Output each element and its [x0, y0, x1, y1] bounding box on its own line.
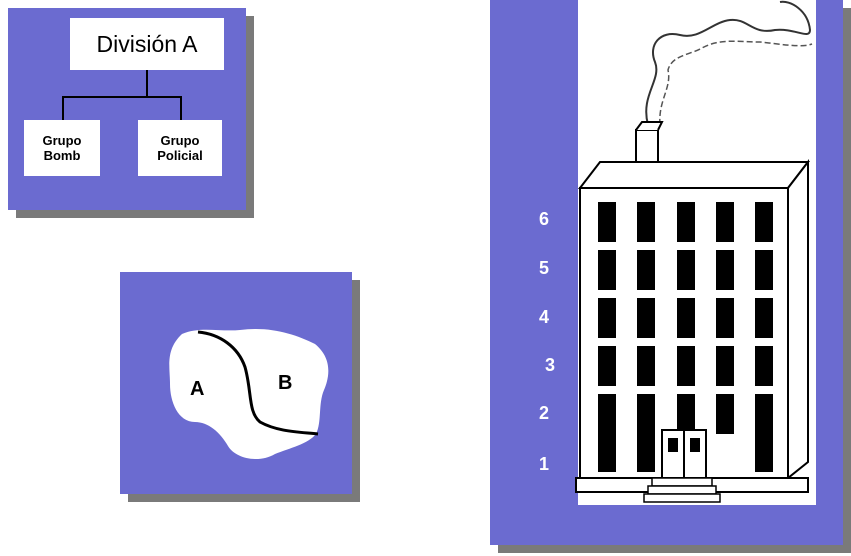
window	[755, 202, 773, 242]
region-label-b: B	[278, 372, 292, 394]
window	[598, 202, 616, 242]
connector-line	[62, 96, 64, 120]
window	[598, 298, 616, 338]
building-illustration	[575, 0, 816, 505]
roof	[577, 161, 811, 189]
floor-label-1: 1	[538, 454, 549, 474]
window	[755, 394, 773, 434]
connector-line	[146, 70, 148, 96]
floor-label-6: 6	[538, 209, 549, 229]
group-box-policial: Grupo Policial	[138, 120, 222, 176]
window	[598, 346, 616, 386]
area-map-svg: A B	[169, 328, 329, 460]
window	[755, 298, 773, 338]
window	[598, 394, 616, 434]
window	[716, 346, 734, 386]
window	[716, 394, 734, 434]
window	[637, 346, 655, 386]
entrance-door	[661, 429, 707, 479]
org-chart-panel: División A Grupo Bomb Grupo Policial	[8, 8, 246, 210]
window	[755, 346, 773, 386]
window	[677, 250, 695, 290]
connector-line	[62, 96, 182, 98]
window	[716, 298, 734, 338]
window	[677, 298, 695, 338]
window	[677, 346, 695, 386]
window	[677, 394, 695, 434]
steps	[643, 477, 721, 503]
floor-label-5: 5	[538, 258, 549, 278]
floor-label-2: 2	[538, 403, 549, 423]
floor-label-3: 3	[544, 355, 555, 375]
area-map-panel: A B	[120, 272, 352, 494]
window	[598, 250, 616, 290]
building-panel: 6 5 4 3 2 1	[490, 0, 843, 545]
window	[637, 394, 655, 434]
window	[755, 432, 773, 472]
window	[677, 202, 695, 242]
window	[637, 298, 655, 338]
window	[598, 432, 616, 472]
window	[637, 250, 655, 290]
window	[716, 202, 734, 242]
boundary-line	[197, 330, 319, 436]
group-box-bomb: Grupo Bomb	[24, 120, 100, 176]
window	[637, 432, 655, 472]
windows-group	[598, 202, 773, 472]
connector-line	[180, 96, 182, 120]
region-label-a: A	[190, 378, 204, 400]
building-side	[787, 159, 809, 481]
floor-label-4: 4	[538, 307, 549, 327]
window	[637, 202, 655, 242]
window	[755, 250, 773, 290]
smoke-icon	[645, 0, 812, 126]
window	[716, 250, 734, 290]
division-box: División A	[70, 18, 224, 70]
